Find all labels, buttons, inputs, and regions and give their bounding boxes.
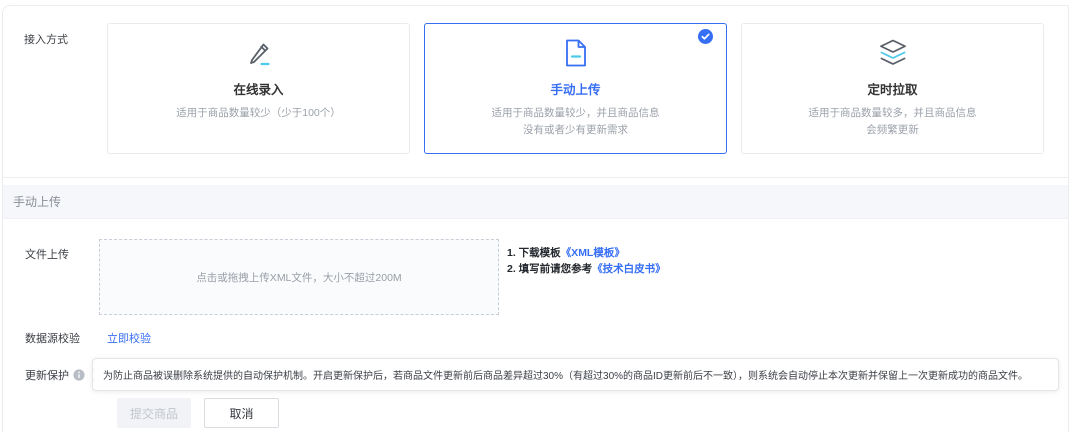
file-dropzone[interactable]: 点击或拖拽上传XML文件，大小不超过200M xyxy=(99,239,499,315)
tooltip-arrow xyxy=(93,368,100,381)
update-protection-label: 更新保护 xyxy=(25,369,69,382)
xml-template-link[interactable]: 《XML模板》 xyxy=(560,247,625,259)
tooltip-text: 为防止商品被误删除系统提供的自动保护机制。开启更新保护后，若商品文件更新前后商品… xyxy=(103,371,1029,382)
validate-now-link[interactable]: 立即校验 xyxy=(107,333,151,345)
update-protection-row: 更新保护 为防止商品被误删除系统提供的自动保护机制。开启更新保护后，若商品文件更… xyxy=(25,358,1068,391)
card-title: 手动上传 xyxy=(550,83,601,97)
pencil-icon xyxy=(108,36,409,70)
info-icon[interactable] xyxy=(73,368,85,381)
data-source-validation-row: 数据源校验 立即校验 xyxy=(25,330,1068,346)
section-header-manual-upload: 手动上传 xyxy=(3,185,1068,219)
access-card-scheduled-pull[interactable]: 定时拉取 适用于商品数量较多，并且商品信息 会频繁更新 xyxy=(741,23,1044,154)
card-description: 适用于商品数量较少（少于100个） xyxy=(176,107,341,119)
layers-icon xyxy=(742,36,1043,70)
access-card-online-entry[interactable]: 在线录入 适用于商品数量较少（少于100个） xyxy=(107,23,410,154)
card-title: 定时拉取 xyxy=(867,83,918,97)
cancel-button[interactable]: 取消 xyxy=(204,398,279,428)
data-source-validation-label: 数据源校验 xyxy=(25,333,80,345)
check-badge-icon xyxy=(698,29,713,44)
instruction-step-1: 1. 下载模板《XML模板》 xyxy=(507,247,625,259)
submit-product-button[interactable]: 提交商品 xyxy=(117,398,191,428)
product-access-panel: 接入方式 在线录入 适用于商品数量较少（少于100个） xyxy=(2,5,1069,432)
instruction-step-2: 2. 填写前请您参考《技术白皮书》 xyxy=(507,263,666,275)
file-upload-row: 文件上传 点击或拖拽上传XML文件，大小不超过200M 1. 下载模板《XML模… xyxy=(25,239,1068,315)
access-method-label: 接入方式 xyxy=(24,34,68,46)
card-title: 在线录入 xyxy=(233,83,284,97)
update-protection-tooltip: 为防止商品被误删除系统提供的自动保护机制。开启更新保护后，若商品文件更新前后商品… xyxy=(92,358,1059,391)
dropzone-hint: 点击或拖拽上传XML文件，大小不超过200M xyxy=(196,271,402,284)
access-card-manual-upload[interactable]: 手动上传 适用于商品数量较少，并且商品信息 没有或者少有更新需求 xyxy=(424,23,727,154)
upload-instructions: 1. 下载模板《XML模板》 2. 填写前请您参考《技术白皮书》 xyxy=(507,239,666,315)
file-upload-label: 文件上传 xyxy=(25,249,69,261)
card-description: 适用于商品数量较多，并且商品信息 会频繁更新 xyxy=(808,107,977,136)
whitepaper-link[interactable]: 《技术白皮书》 xyxy=(592,263,666,275)
card-description: 适用于商品数量较少，并且商品信息 没有或者少有更新需求 xyxy=(491,107,660,136)
document-icon xyxy=(425,36,726,70)
manual-upload-form: 文件上传 点击或拖拽上传XML文件，大小不超过200M 1. 下载模板《XML模… xyxy=(3,219,1068,428)
access-method-cards: 在线录入 适用于商品数量较少（少于100个） xyxy=(107,23,1044,177)
access-method-section: 接入方式 在线录入 适用于商品数量较少（少于100个） xyxy=(3,6,1068,178)
form-actions: 提交商品 取消 xyxy=(25,398,1068,428)
